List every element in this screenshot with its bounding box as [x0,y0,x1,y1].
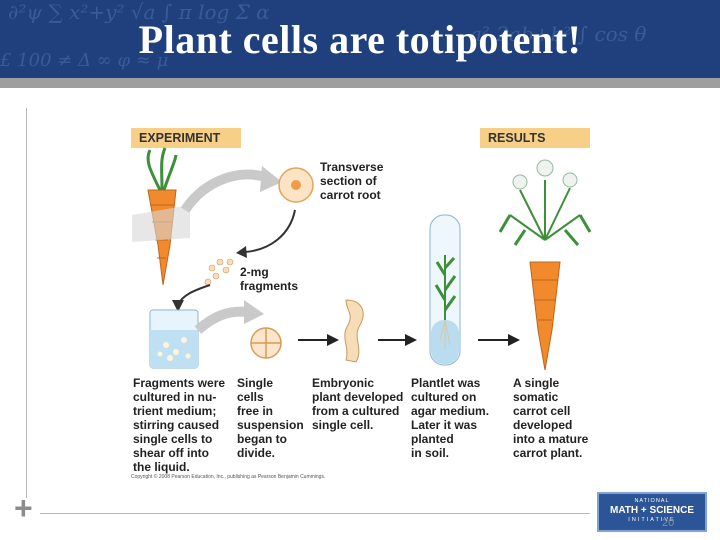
carrot-root-icon [132,147,190,286]
step2-caption: Single cells free in suspension began to… [237,376,304,460]
title-underline [0,78,720,88]
banner-math-decoration: £ 100 ≠ Δ ∞ φ ≈ μ [0,50,169,71]
slide-number: 20 [662,517,675,529]
mature-carrot-plant-icon [498,159,592,371]
transverse-section-icon [278,167,314,203]
dividing-cells-icon [250,327,282,359]
title-banner: ∂²ψ ∑ x²+y² √a ∫ π log Σ α a² 2ab+b² ∫ c… [0,0,720,78]
banner-math-decoration: ∂²ψ ∑ x²+y² √a ∫ π log Σ α [8,0,270,24]
experiment-header: EXPERIMENT [131,128,241,148]
fragments-icon [204,258,234,286]
test-tube-plantlet-icon [429,214,461,366]
logo-line2: MATH + SCIENCE [610,505,694,516]
step3-caption: Embryonic plant developed from a culture… [312,376,404,432]
nmsi-logo: NATIONAL MATH + SCIENCE INITIATIVE [597,492,707,532]
bottom-divider [40,513,590,514]
banner-math-decoration: a² 2ab+b² ∫ cos θ [470,22,647,46]
copyright-note: Copyright © 2008 Pearson Education, Inc.… [131,474,326,480]
results-header: RESULTS [480,128,590,148]
embryo-icon [344,299,364,363]
step4-caption: Plantlet was cultured on agar medium. La… [411,376,490,460]
logo-line1: NATIONAL [634,498,670,504]
left-divider [26,108,27,498]
fragments-label: 2-mg fragments [240,265,299,293]
step5-caption: A single somatic carrot cell developed i… [513,376,589,460]
logo-line3: INITIATIVE [628,517,676,523]
culture-flask-icon [149,309,199,369]
slide-title: Plant cells are totipotent! [138,17,582,62]
transverse-section-label: Transverse section of carrot root [320,160,384,202]
plus-icon: + [14,490,33,526]
step1-caption: Fragments were cultured in nu- trient me… [133,376,226,474]
